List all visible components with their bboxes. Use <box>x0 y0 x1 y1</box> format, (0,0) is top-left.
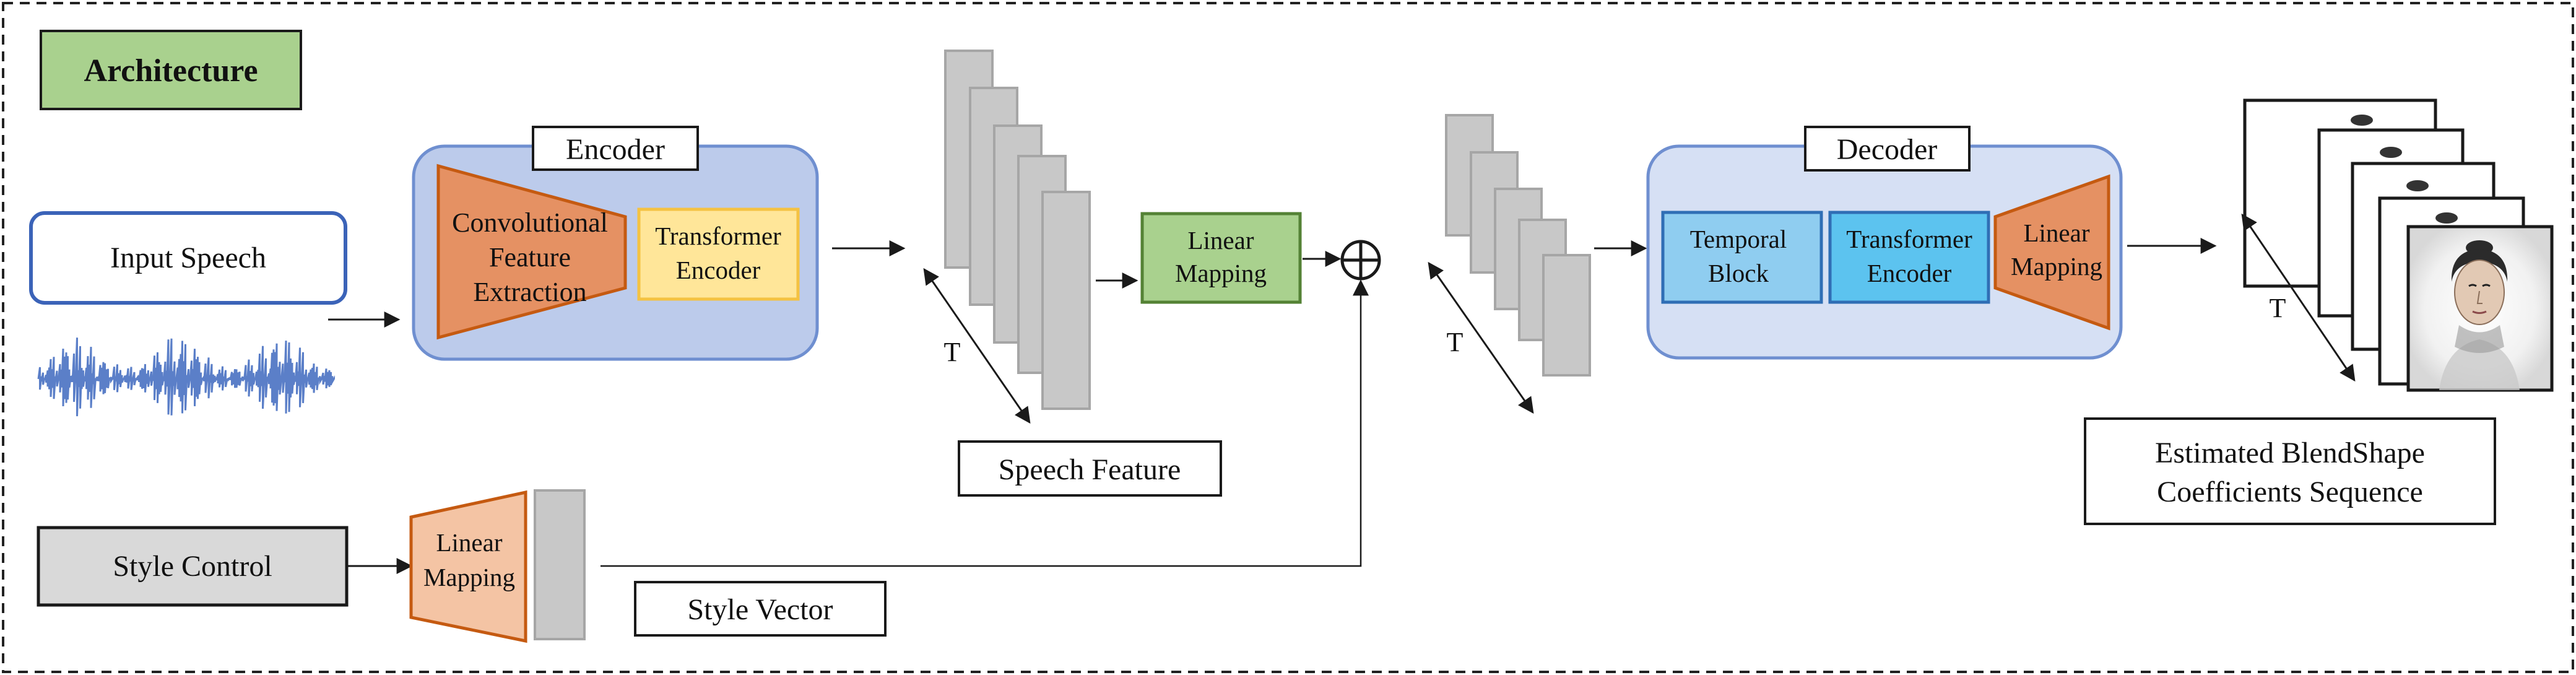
time-axis-label-output: T <box>2270 293 2286 323</box>
style-vector-bar <box>534 489 586 640</box>
style-linear-mapping-shape <box>409 490 527 643</box>
conv-line-3: Extraction <box>473 277 586 307</box>
style-control-box: Style Control <box>37 526 349 607</box>
title-background <box>40 30 302 110</box>
output-label-line-1: Estimated BlendShape <box>2155 437 2425 469</box>
conv-line-1: Convolutional <box>452 207 608 238</box>
linear-mapping-line-2: Mapping <box>1175 259 1267 287</box>
temporal-line-1: Temporal <box>1690 225 1787 253</box>
style-linear-mapping: Linear Mapping <box>409 490 527 643</box>
decoder-linear-mapping <box>1993 174 2110 331</box>
time-axis-arrow-fused <box>1428 261 1534 414</box>
style-linear-line-1: Linear <box>436 528 503 557</box>
output-label-line-2: Coefficients Sequence <box>2157 476 2423 508</box>
style-control-label: Style Control <box>113 550 272 583</box>
time-axis-label-fused: T <box>1447 327 1464 357</box>
time-axis-label-features: T <box>944 337 961 367</box>
decoder-transformer <box>1828 211 1990 304</box>
output-label-box <box>2084 417 2496 525</box>
input-speech-label: Input Speech <box>110 242 266 274</box>
style-linear-line-2: Mapping <box>423 563 515 591</box>
audio-waveform-icon <box>37 338 335 417</box>
temporal-line-2: Block <box>1708 259 1769 287</box>
style-vector-label-box <box>634 581 887 637</box>
style-control-frame <box>37 526 349 607</box>
fused-feature-stack <box>1445 114 1591 377</box>
decoder-transformer-line-1: Transformer <box>1846 225 1972 253</box>
circled-plus-icon <box>1340 240 1381 281</box>
output-frame-stack <box>2243 98 2554 392</box>
conv-line-2: Feature <box>489 242 571 272</box>
diagram-title: Architecture <box>84 53 258 89</box>
linear-mapping-line-1: Linear <box>1188 226 1254 255</box>
fused-feature-frame-5 <box>1542 254 1591 377</box>
linear-mapping-block: Linear Mapping <box>1140 212 1302 304</box>
decoder-linear-line-2: Mapping <box>2011 252 2102 281</box>
speech-feature-label-box <box>958 440 1222 497</box>
encoder-transformer-line-1: Transformer <box>655 222 781 250</box>
encoder-block: Encoder Convolutional Feature Extraction… <box>412 126 819 361</box>
arrow-style-vector-to-sum <box>601 279 1369 567</box>
title-box: Architecture <box>40 30 302 110</box>
input-speech-frame <box>29 211 347 305</box>
speech-feature-stack <box>944 50 1091 410</box>
decoder-block: Decoder Temporal Block Transformer Encod… <box>1646 126 2123 360</box>
encoder-label-box <box>532 126 699 171</box>
decoder-label-box <box>1804 126 1971 172</box>
speech-feature-frame-5 <box>1041 191 1091 410</box>
time-axis-arrow-output <box>2241 213 2356 382</box>
face-portrait-icon <box>2439 240 2520 390</box>
style-vector-label: Style Vector <box>687 593 833 626</box>
speech-feature-label: Speech Feature <box>999 453 1181 486</box>
decoder-linear-line-1: Linear <box>2024 219 2090 247</box>
temporal-block <box>1661 211 1823 304</box>
encoder-transformer-line-2: Encoder <box>676 256 761 284</box>
time-axis-arrow-features <box>923 268 1031 424</box>
convolutional-feature-extraction <box>436 163 627 340</box>
encoder-label: Encoder <box>566 133 665 166</box>
linear-mapping-box <box>1140 212 1302 304</box>
decoder-transformer-line-2: Encoder <box>1867 259 1952 287</box>
encoder-transformer <box>637 207 800 301</box>
decoder-label: Decoder <box>1837 133 1938 166</box>
input-speech-box: Input Speech <box>29 211 347 305</box>
